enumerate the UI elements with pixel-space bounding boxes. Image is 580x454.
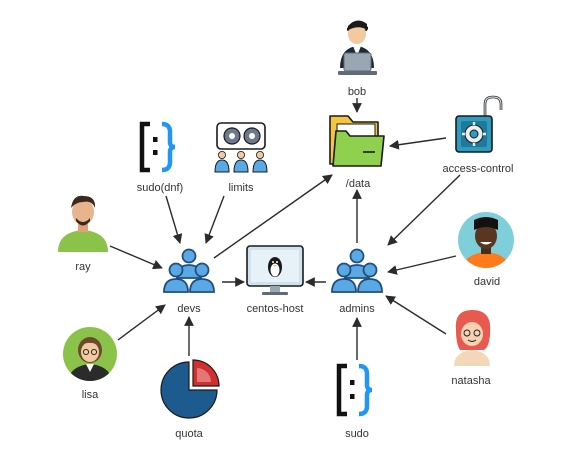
node-admins: admins — [331, 248, 383, 315]
edge-limits-to-devs — [204, 195, 225, 244]
node-access-control: access-control — [443, 95, 514, 175]
person-avatar-icon — [58, 195, 108, 252]
edge-sudo-dnf-to-devs — [165, 195, 183, 244]
node-label-admins: admins — [339, 303, 375, 315]
edge-ray-to-devs — [109, 245, 163, 270]
node-label-sudo-dnf: sudo(dnf) — [137, 182, 183, 194]
monitor-penguin-icon — [246, 245, 304, 295]
edges — [109, 98, 461, 360]
node-lisa: lisa — [63, 327, 117, 401]
bracket-logo-icon — [336, 363, 373, 417]
edge-david-to-admins — [387, 255, 457, 275]
node-bob: bob — [338, 20, 377, 98]
padlock-gear-icon — [455, 95, 503, 153]
node-quota: quota — [160, 359, 220, 440]
node-label-access-control: access-control — [443, 163, 514, 175]
node-centos-host: centos-host — [246, 245, 304, 315]
node-label-centos-host: centos-host — [247, 303, 304, 315]
edge-devs-to-data — [213, 174, 333, 259]
person-avatar-icon — [454, 310, 491, 366]
node-label-devs: devs — [177, 303, 201, 315]
edge-lisa-to-devs — [117, 304, 166, 341]
pie-chart-icon — [160, 359, 220, 419]
node-data: /data — [329, 115, 385, 190]
node-label-limits: limits — [228, 182, 254, 194]
folder-icon — [329, 115, 385, 167]
node-label-sudo: sudo — [345, 428, 369, 440]
group-icon — [331, 248, 383, 293]
node-label-david: david — [474, 276, 500, 288]
node-label-natasha: natasha — [451, 375, 491, 387]
node-label-lisa: lisa — [82, 389, 99, 401]
node-sudo: sudo — [336, 363, 373, 440]
gears-users-icon — [214, 122, 268, 173]
node-limits: limits — [214, 122, 268, 194]
node-label-data: /data — [346, 178, 371, 190]
person-at-laptop-icon — [338, 20, 377, 75]
node-sudo-dnf: sudo(dnf) — [137, 121, 183, 194]
node-label-quota: quota — [175, 428, 203, 440]
node-ray: ray — [58, 195, 108, 273]
bracket-logo-icon — [139, 121, 176, 173]
person-avatar-icon — [458, 212, 514, 268]
group-icon — [163, 248, 215, 293]
node-label-bob: bob — [348, 86, 366, 98]
node-label-ray: ray — [75, 261, 91, 273]
edge-access-control-to-data — [389, 137, 447, 150]
node-david: david — [458, 212, 514, 288]
edge-access-control-to-admins — [387, 174, 461, 246]
node-devs: devs — [163, 248, 215, 315]
edge-natasha-to-admins — [385, 295, 447, 335]
person-avatar-icon — [63, 327, 117, 381]
node-natasha: natasha — [451, 310, 491, 387]
